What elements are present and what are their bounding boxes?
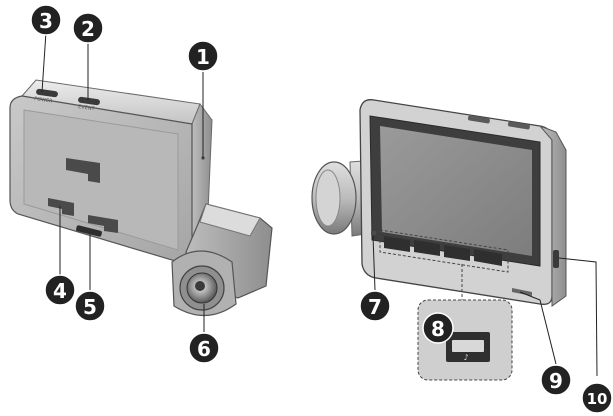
- event-label: EVENT: [78, 104, 96, 112]
- callout-label-3: 3: [39, 9, 53, 33]
- rear-camera-arm-top: [199, 203, 261, 237]
- callout-label-2: 2: [81, 17, 95, 41]
- front-button-3[interactable]: [444, 245, 470, 261]
- callout-badge-2: [72, 12, 104, 44]
- leader-lines: [41, 31, 598, 377]
- rear-camera-lens-center: [195, 281, 205, 291]
- callout-10: 10: [581, 382, 613, 414]
- top-button-1[interactable]: [467, 115, 491, 124]
- callout-badge-6: [188, 332, 220, 364]
- inset-button-icon: ♪: [463, 353, 468, 362]
- front-button-2[interactable]: [414, 240, 440, 256]
- callout-label-5: 5: [83, 295, 97, 319]
- front-button-1[interactable]: [384, 236, 410, 252]
- callout-label-8: 8: [431, 317, 445, 341]
- callout-label-1: 1: [196, 45, 210, 69]
- status-led: [371, 231, 376, 235]
- usb-port[interactable]: [553, 250, 559, 268]
- right-device: ♪: [311, 99, 567, 381]
- device-side: [539, 125, 567, 307]
- callout-label-10: 10: [587, 390, 608, 408]
- mount-pad-left: [48, 198, 74, 216]
- front-button-4[interactable]: [474, 249, 502, 266]
- top-button-2[interactable]: [507, 121, 531, 130]
- callout-2: 2: [72, 12, 104, 44]
- power-button[interactable]: [36, 88, 59, 98]
- callout-badge-8: [422, 312, 454, 344]
- callout-1: 1: [187, 40, 219, 72]
- callout-badge-3: [30, 4, 62, 36]
- microsd-slot[interactable]: [76, 225, 103, 237]
- callout-label-9: 9: [549, 369, 563, 393]
- lcd-screen: [380, 126, 532, 256]
- leader-7: [372, 235, 376, 291]
- button-highlight: [379, 229, 509, 273]
- callouts: 1 2 3 45 6 7 8 9 10: [30, 4, 613, 414]
- callout-label-6: 6: [197, 337, 211, 361]
- callout-badge-1: [187, 40, 219, 72]
- leader-3: [41, 31, 47, 93]
- callout-badge-4: [44, 274, 76, 306]
- power-label: POWER: [34, 96, 54, 105]
- callout-label-7: 7: [368, 295, 382, 319]
- mount-pad-right: [88, 215, 118, 233]
- mount-cylinder-end-inner: [315, 169, 341, 227]
- event-button[interactable]: [78, 96, 101, 106]
- callout-badge-9: [540, 364, 572, 396]
- left-device: POWER EVENT: [9, 79, 273, 317]
- callout-9: 9: [540, 364, 572, 396]
- left-device-panel: [23, 109, 179, 251]
- callout-badge-10: [581, 382, 613, 414]
- leader-9: [519, 291, 557, 365]
- callout-3: 3: [30, 4, 62, 36]
- callout-6: 6: [188, 332, 220, 364]
- callout-7: 7: [359, 290, 391, 322]
- callout-5: 5: [74, 290, 106, 322]
- callout-8: 8: [422, 312, 454, 344]
- speaker-grill: [512, 288, 532, 296]
- mount-pad-top: [66, 158, 100, 183]
- inset-button-face[interactable]: [452, 340, 484, 352]
- callout-badge-5: [74, 290, 106, 322]
- callout-badge-7: [359, 290, 391, 322]
- leader-10: [558, 257, 598, 377]
- callout-4: 4: [44, 274, 76, 306]
- callout-label-4: 4: [53, 279, 67, 303]
